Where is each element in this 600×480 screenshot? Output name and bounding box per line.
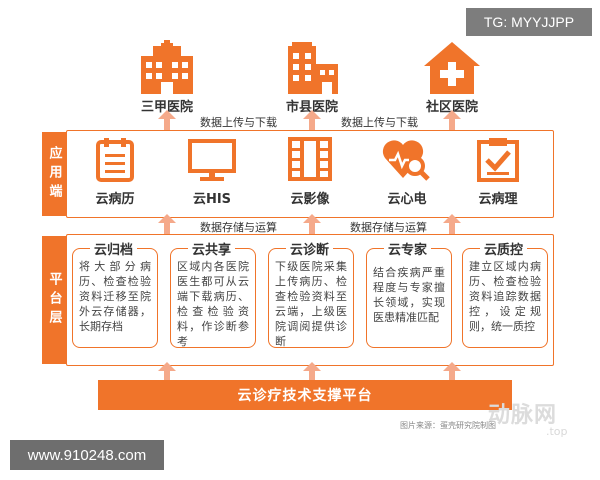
flow-label-upload-2: 数据上传与下载: [341, 116, 418, 129]
up-arrow-icon: [303, 214, 321, 234]
monitor-icon: [188, 139, 236, 181]
card-archive-text: 将大部分病历、检查检验资料迁移至院外云存储器，长期存档: [79, 260, 151, 333]
up-arrow-icon: [158, 110, 176, 130]
logo-watermark-sub: .top: [546, 425, 568, 438]
flow-label-storage-2: 数据存储与运算: [350, 221, 427, 234]
app-label-his: 云HIS: [192, 192, 232, 207]
logo-watermark: 动脉网: [488, 397, 557, 429]
app-label-ecg: 云心电: [387, 192, 427, 207]
card-expert-text: 结合疾病严重程度与专家擅长领域，实现医患精准匹配: [373, 266, 445, 324]
card-archive: 将大部分病历、检查检验资料迁移至院外云存储器，长期存档: [72, 248, 158, 348]
card-quality: 建立区域内病历、检查检验资料追踪数据控，设定规则，统一质控: [462, 248, 548, 348]
platform-layer-tab: 平台层: [42, 236, 66, 364]
up-arrow-icon: [158, 362, 176, 382]
card-diagnosis-title: 云诊断: [286, 239, 334, 258]
app-layer-tab: 应用端: [42, 132, 66, 216]
flow-label-storage-1: 数据存储与运算: [200, 221, 277, 234]
city-hospital-icon: [288, 42, 338, 94]
up-arrow-icon: [443, 214, 461, 234]
up-arrow-icon: [443, 362, 461, 382]
card-share: 区域内各医院医生都可从云端下载病历、检查检验资料，作诊断参考: [170, 248, 256, 348]
up-arrow-icon: [443, 110, 461, 130]
clipboard-icon: [96, 138, 134, 182]
checklist-icon: [477, 138, 519, 182]
card-quality-text: 建立区域内病历、检查检验资料追踪数据控，设定规则，统一质控: [469, 260, 541, 333]
hospital-label-city: 市县医院: [285, 100, 338, 115]
card-share-text: 区域内各医院医生都可从云端下载病历、检查检验资料，作诊断参考: [177, 260, 249, 348]
hospital-label-tier3: 三甲医院: [140, 100, 193, 115]
card-diagnosis-text: 下级医院采集上传病历、检查检验资料至云端，上级医院调阅提供诊断: [275, 260, 347, 348]
card-archive-title: 云归档: [90, 239, 138, 258]
app-label-record: 云病历: [95, 192, 135, 207]
film-icon: [288, 137, 332, 181]
hospital-label-community: 社区医院: [425, 100, 478, 115]
source-caption: 图片来源：蛋壳研究院制图: [400, 421, 496, 430]
up-arrow-icon: [158, 214, 176, 234]
hospital-building-icon: [141, 40, 193, 94]
app-label-imaging: 云影像: [290, 192, 330, 207]
platform-base-bar: 云诊疗技术支撑平台: [98, 380, 512, 410]
watermark-url: www.910248.com: [10, 440, 164, 470]
flow-label-upload-1: 数据上传与下载: [200, 116, 277, 129]
up-arrow-icon: [303, 362, 321, 382]
card-diagnosis: 下级医院采集上传病历、检查检验资料至云端，上级医院调阅提供诊断: [268, 248, 354, 348]
card-expert-title: 云专家: [384, 239, 432, 258]
logo-watermark-text: 动脉网: [488, 403, 558, 428]
up-arrow-icon: [303, 110, 321, 130]
card-share-title: 云共享: [188, 239, 236, 258]
card-expert: 结合疾病严重程度与专家擅长领域，实现医患精准匹配: [366, 248, 452, 348]
heart-search-icon: [382, 140, 430, 181]
community-clinic-icon: [424, 42, 480, 94]
watermark-tg: TG: MYYJJPP: [466, 8, 592, 36]
card-quality-title: 云质控: [480, 239, 528, 258]
app-label-pathology: 云病理: [478, 192, 518, 207]
